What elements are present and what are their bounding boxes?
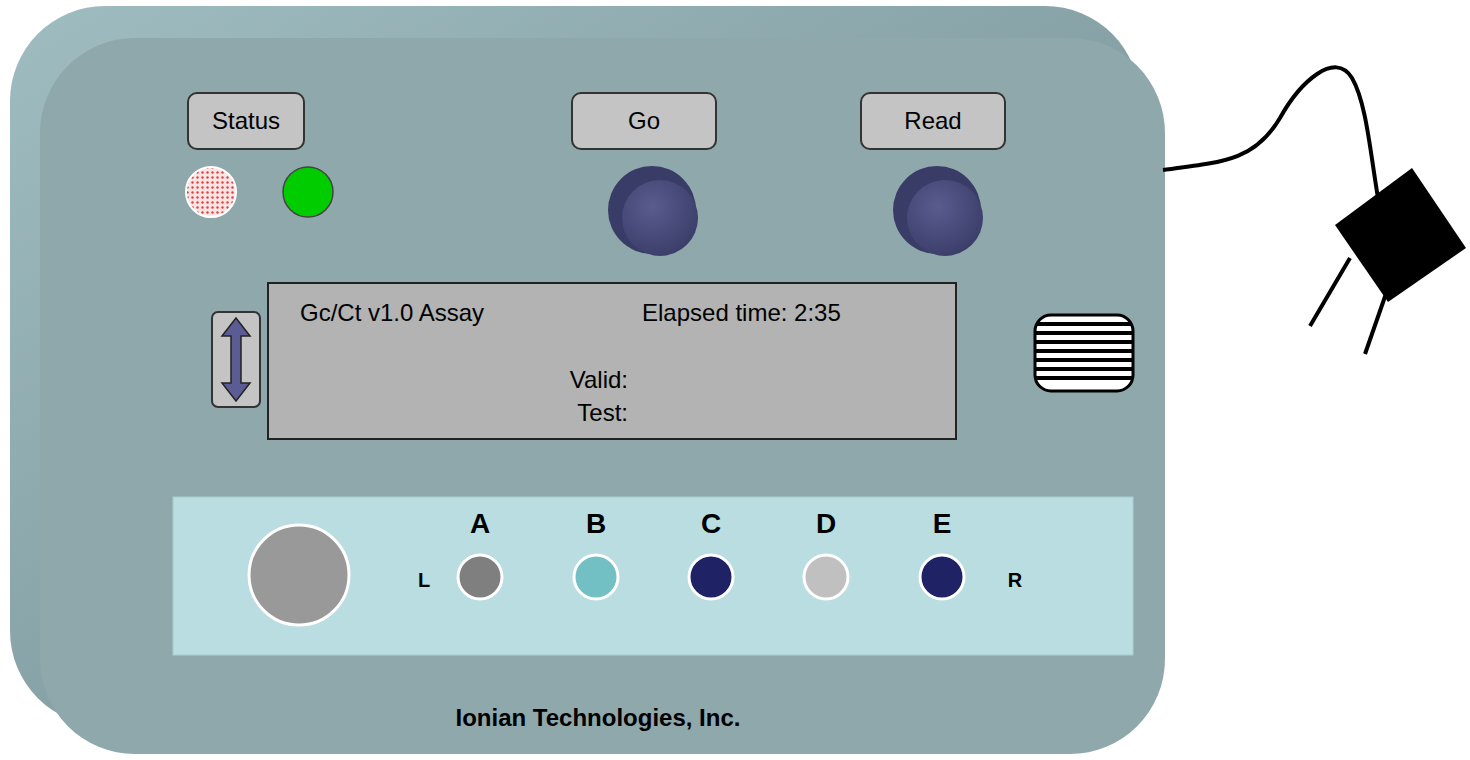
well-d [804, 555, 848, 599]
grille-bar [1036, 376, 1132, 380]
side-marker: R [1008, 569, 1022, 592]
push-button-label: Read [860, 92, 1006, 150]
read-knob [893, 166, 983, 256]
side-marker: L [418, 569, 430, 592]
push-button-label: Go [571, 92, 717, 150]
grille-bar [1036, 358, 1132, 362]
power-cord [1163, 67, 1378, 198]
scroll-icon [212, 312, 260, 407]
well-e [920, 555, 964, 599]
red-status-light [186, 167, 236, 217]
button-label: Read [904, 107, 961, 135]
speaker-grille [1035, 315, 1133, 391]
well-b [574, 555, 618, 599]
grille-bar [1036, 367, 1132, 371]
brand-name: Ionian Technologies, Inc. [456, 704, 741, 732]
sample-port [249, 525, 349, 625]
lcd-display: Gc/Ct v1.0 Assay Elapsed time: 2:35Valid:… [267, 282, 957, 440]
well-letter: D [816, 508, 836, 540]
green-status-light [283, 167, 333, 217]
display-text: Elapsed time: 2:35 [642, 299, 841, 327]
grille-bar [1036, 322, 1132, 326]
display-text: Valid: [570, 366, 628, 394]
grille-bar [1036, 349, 1132, 353]
grille-bar [1036, 331, 1132, 335]
go-knob [608, 166, 698, 256]
well-c [689, 555, 733, 599]
well-letter: C [701, 508, 721, 540]
display-text: Test: [577, 399, 628, 427]
well-letter: E [933, 508, 952, 540]
push-button-label: Status [187, 92, 305, 150]
button-label: Status [212, 107, 280, 135]
well-letter: B [586, 508, 606, 540]
grille-bar [1036, 340, 1132, 344]
well-a [458, 555, 502, 599]
well-letter: A [470, 508, 490, 540]
button-label: Go [628, 107, 660, 135]
power-plug [1310, 168, 1466, 354]
housing-front [40, 38, 1165, 754]
display-text: Gc/Ct v1.0 Assay [300, 299, 484, 327]
sample-panel [173, 497, 1133, 655]
